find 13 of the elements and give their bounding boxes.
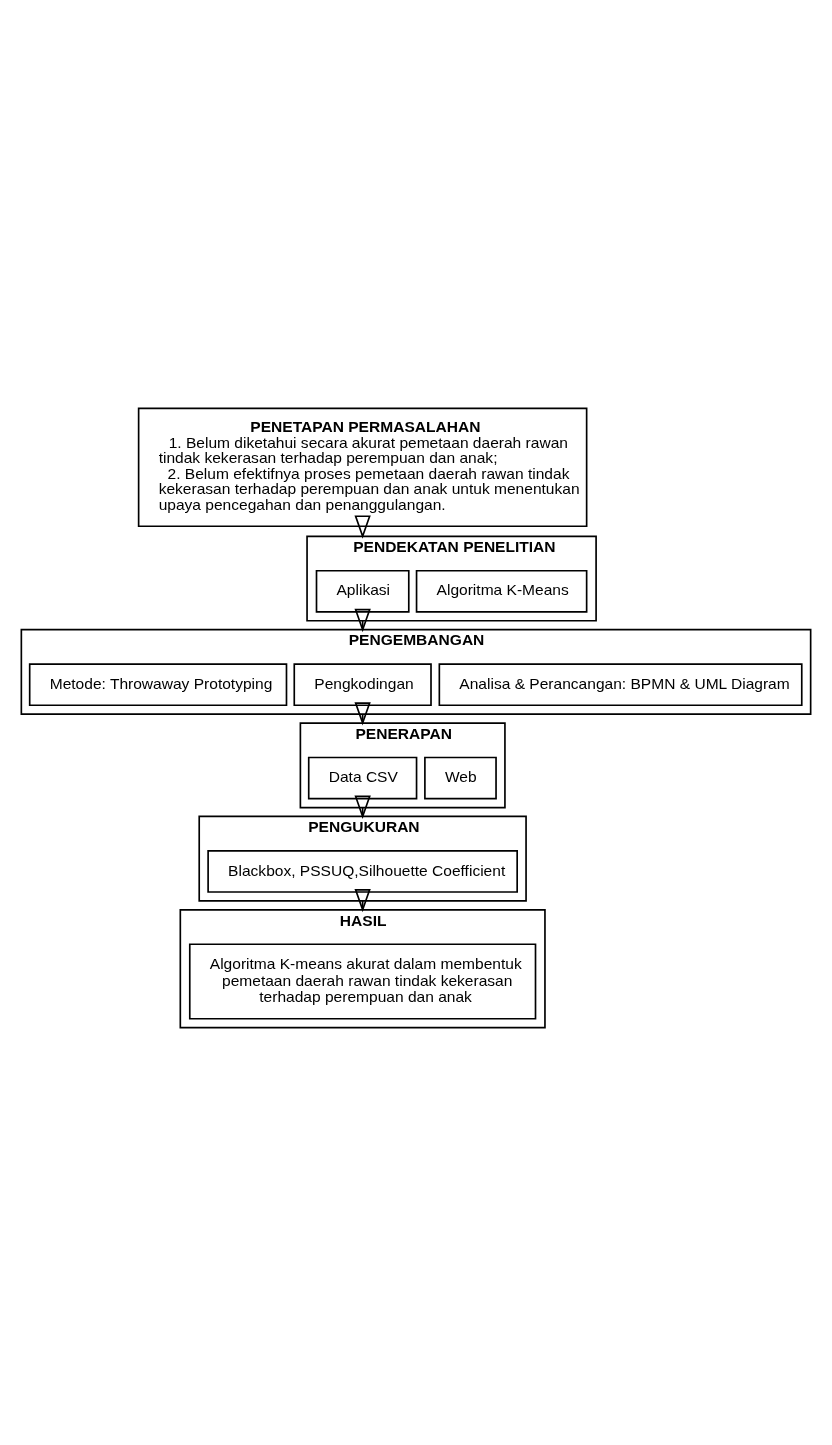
node-box: Aplikasi [315,569,410,613]
node-box: Algoritma K-means akurat dalam membentuk pemetaan daerah rawan tindak kekerasan terhadap perempuan dan anak [188,943,537,1020]
node-box: Pengkodingan [293,663,432,707]
arrow [354,702,371,726]
arrow [354,515,371,539]
node-box: Blackbox, PSSUQ,Silhouette Coefficient [207,850,518,893]
node-box: Metode: Throwaway Prototyping [28,663,288,707]
node-box: Data CSV [307,756,418,800]
arrow [354,608,371,633]
node-box: Algoritma K-Means [415,569,588,613]
node-box: Web [424,756,497,800]
node-box: Analisa & Perancangan: BPMN & UML Diagram [438,663,803,707]
arrow [354,888,371,913]
